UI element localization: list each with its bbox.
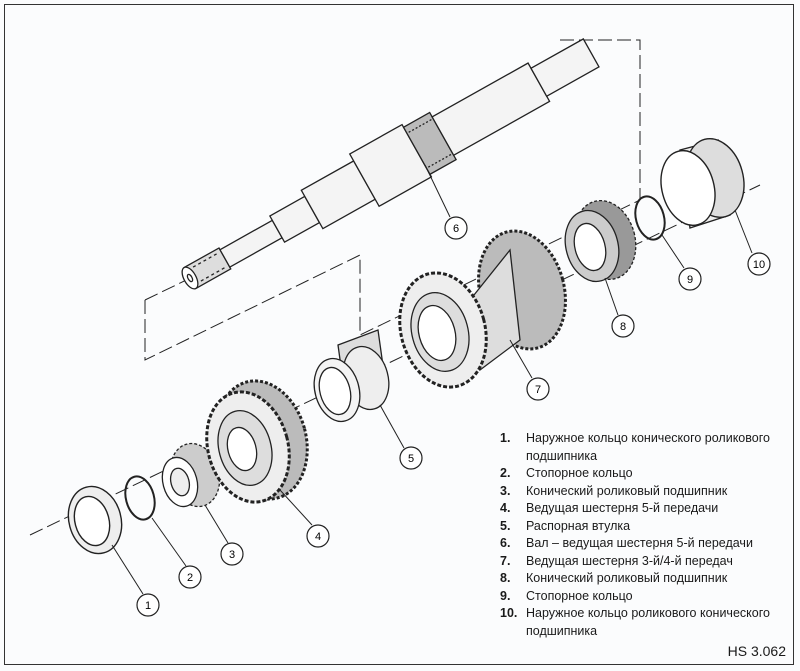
legend-number: 5. xyxy=(500,518,511,533)
callout-3: 3 xyxy=(220,542,244,566)
legend-text: Ведущая шестерня 5-й передачи xyxy=(526,501,719,515)
callout-5: 5 xyxy=(399,446,423,470)
callout-circle xyxy=(747,252,771,276)
legend-item: 9. Стопорное кольцо xyxy=(500,588,790,606)
callout-circle xyxy=(399,446,423,470)
callout-number: 1 xyxy=(145,600,151,612)
legend-text: Стопорное кольцо xyxy=(526,588,633,603)
callout-number: 4 xyxy=(315,531,321,543)
legend-number: 2. xyxy=(500,466,511,480)
figure-code: HS 3.062 xyxy=(727,643,786,659)
callout-circle xyxy=(178,565,202,589)
callout-2: 2 xyxy=(178,565,202,589)
callout-circle xyxy=(220,542,244,566)
callout-circle xyxy=(444,216,468,240)
axis-line xyxy=(29,184,761,536)
legend-number: 1. xyxy=(500,431,511,445)
callout-4: 4 xyxy=(306,524,330,548)
callout-number: 7 xyxy=(535,384,541,396)
callout-number: 10 xyxy=(753,259,765,271)
legend-number: 8. xyxy=(500,571,511,585)
frame-border xyxy=(4,4,794,665)
snap-ring-9 xyxy=(634,195,666,241)
callout-circle xyxy=(678,267,702,291)
callout-number: 9 xyxy=(687,274,693,286)
callout-circle xyxy=(136,593,160,617)
snap-ring-2 xyxy=(124,475,156,521)
legend-item: 8. Конический роликовый подшипник xyxy=(500,570,790,588)
legend-item: 1. Наружное кольцо конического роликового… xyxy=(500,430,790,465)
callout-9: 9 xyxy=(678,267,702,291)
legend-text: Вал – ведущая шестерня 5-й передачи xyxy=(526,536,753,550)
legend-item: 3. Конический роликовый подшипник xyxy=(500,483,790,501)
callout-number: 5 xyxy=(408,453,414,465)
legend-item: 6. Вал – ведущая шестерня 5-й передачи xyxy=(500,535,790,553)
tapered-bearing-8 xyxy=(564,199,637,283)
legend-number: 4. xyxy=(500,501,511,515)
callout-1: 1 xyxy=(136,593,160,617)
callout-number: 3 xyxy=(229,549,235,561)
leader-lines xyxy=(111,164,753,595)
gear-7 xyxy=(398,229,567,389)
outer-ring-10 xyxy=(660,137,745,229)
callout-7: 7 xyxy=(526,377,550,401)
callout-number: 8 xyxy=(620,321,626,333)
legend-item: 4. Ведущая шестерня 5-й передачи xyxy=(500,500,790,518)
legend-text: Стопорное кольцо xyxy=(526,466,633,480)
callout-circle xyxy=(526,377,550,401)
shaft-bracket-line-right xyxy=(560,39,641,200)
gear-4 xyxy=(205,379,309,504)
callout-circle xyxy=(306,524,330,548)
legend-number: 7. xyxy=(500,553,511,568)
legend-text: Наружное кольцо конического роликового п… xyxy=(526,431,770,463)
spacer-sleeve-5 xyxy=(313,329,390,423)
outer-ring-1 xyxy=(67,485,123,555)
legend-item: 5. Распорная втулка xyxy=(500,518,790,536)
legend-text: Конический роликовый подшипник xyxy=(526,571,728,585)
legend-item: 7. Ведущая шестерня 3-й/4-й передач xyxy=(500,553,790,571)
callout-8: 8 xyxy=(611,314,635,338)
legend-text: Конический роликовый подшипник xyxy=(526,483,728,498)
callout-number: 6 xyxy=(453,223,459,235)
legend-number: 3. xyxy=(500,483,511,498)
tapered-bearing-3 xyxy=(161,442,221,508)
shaft-6 xyxy=(181,38,600,290)
callout-10: 10 xyxy=(747,252,771,276)
legend-text: Ведущая шестерня 3-й/4-й передач xyxy=(526,553,733,568)
legend-number: 9. xyxy=(500,588,511,603)
callout-circle xyxy=(611,314,635,338)
legend-text: Наружное кольцо роликового конического п… xyxy=(526,606,770,638)
legend: 1. Наружное кольцо конического роликового… xyxy=(500,430,790,640)
legend-item: 10. Наружное кольцо роликового коническог… xyxy=(500,605,790,640)
legend-number: 6. xyxy=(500,536,511,550)
shaft-bracket-line-lower xyxy=(144,199,641,361)
legend-text: Распорная втулка xyxy=(526,518,631,533)
callout-6: 6 xyxy=(444,216,468,240)
legend-number: 10. xyxy=(500,606,518,620)
legend-item: 2. Стопорное кольцо xyxy=(500,465,790,483)
callout-number: 2 xyxy=(187,572,193,584)
